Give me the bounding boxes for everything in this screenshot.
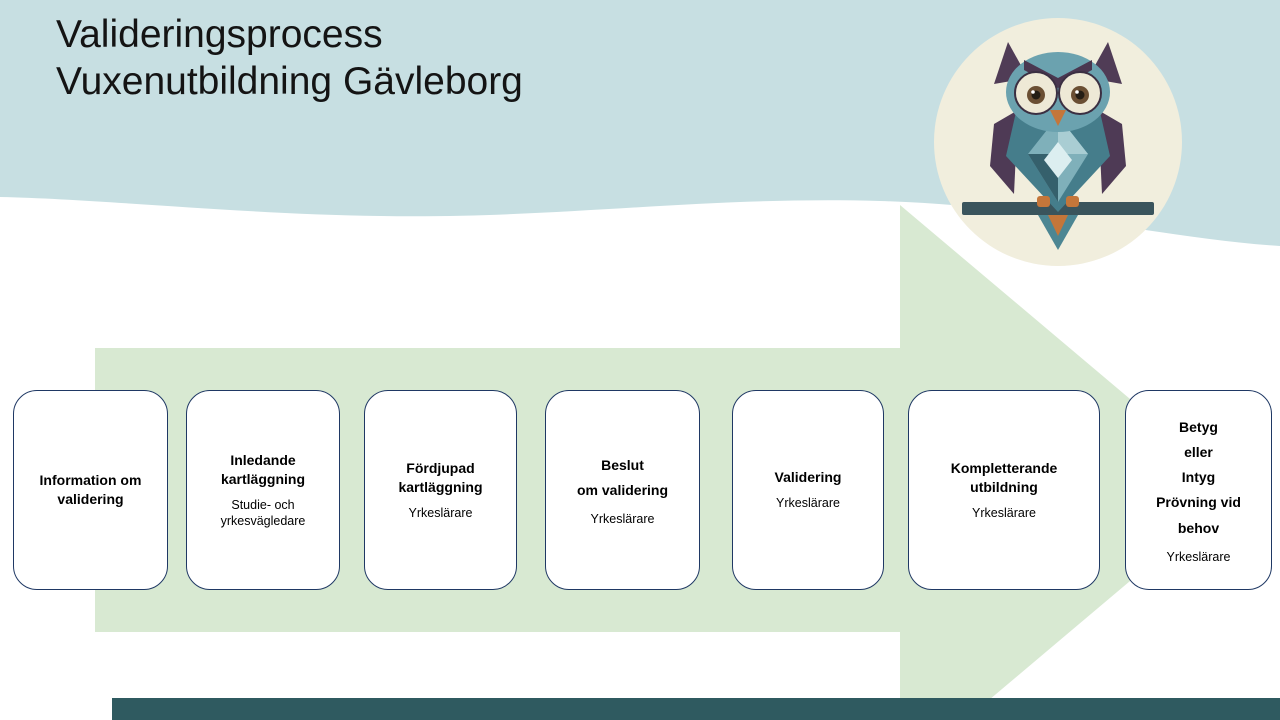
step-box-validering: Validering Yrkeslärare	[732, 390, 884, 590]
step-subtitle: Studie- och yrkesvägledare	[220, 497, 306, 528]
step-box-inledande-kartlaggning: Inledande kartläggning Studie- och yrkes…	[186, 390, 340, 590]
step-box-betyg-eller-intyg: Betyg eller Intyg Prövning vid behov Yrk…	[1125, 390, 1272, 590]
step-box-beslut-om-validering: Beslut om validering Yrkeslärare	[545, 390, 700, 590]
step-subtitle: Yrkeslärare	[590, 512, 655, 527]
step-box-fordjupad-kartlaggning: Fördjupad kartläggning Yrkeslärare	[364, 390, 517, 590]
step-subtitle: Yrkeslärare	[1166, 549, 1231, 564]
step-title: Validering	[774, 469, 842, 486]
step-subtitle: Yrkeslärare	[408, 505, 473, 520]
step-box-kompletterande-utbildning: Kompletterande utbildning Yrkeslärare	[908, 390, 1100, 590]
step-title: Kompletterande utbildning	[950, 459, 1058, 495]
bottom-bar	[112, 698, 1280, 720]
step-subtitle: Yrkeslärare	[972, 505, 1036, 520]
step-title: Beslut om validering	[576, 456, 669, 498]
step-title: Fördjupad kartläggning	[398, 459, 483, 495]
step-box-information-om-validering: Information om validering	[13, 390, 168, 590]
step-title: Inledande kartläggning	[220, 451, 305, 487]
step-title: Information om validering	[39, 472, 142, 507]
step-title: Betyg eller Intyg Prövning vid behov	[1156, 418, 1241, 536]
step-subtitle: Yrkeslärare	[776, 496, 840, 511]
